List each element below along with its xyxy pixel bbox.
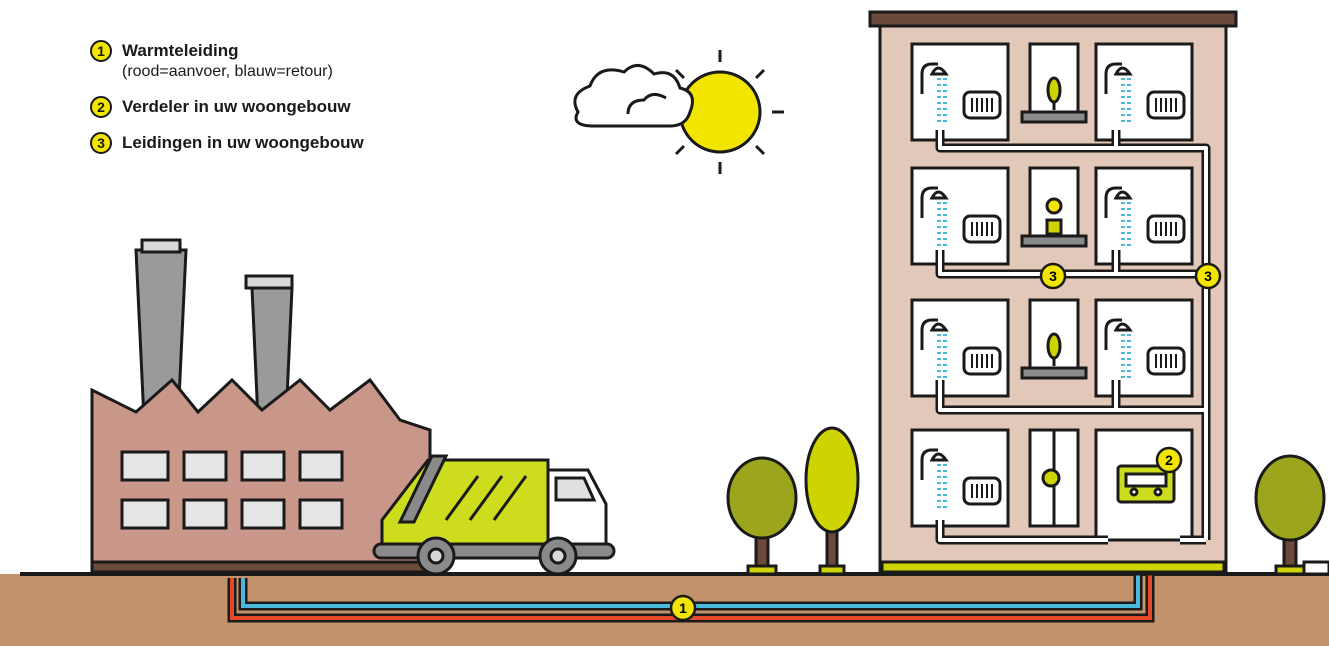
shower-icon	[920, 186, 938, 218]
apartment-room	[1094, 42, 1194, 142]
window-sill	[1020, 110, 1088, 124]
number-badge: 2	[90, 96, 112, 118]
svg-text:3: 3	[1049, 268, 1057, 284]
tree-tall	[804, 426, 860, 576]
shower-icon	[1104, 318, 1122, 350]
svg-text:3: 3	[1204, 268, 1212, 284]
tree-round	[726, 456, 798, 576]
marker-building-pipes-a: 3	[1039, 262, 1067, 290]
cloud-icon	[573, 64, 694, 128]
number-badge: 1	[90, 40, 112, 62]
legend-title: Warmteleiding	[122, 41, 239, 60]
legend-title: Leidingen in uw woongebouw	[122, 133, 364, 152]
marker-pipe: 1	[669, 594, 697, 622]
distributor-unit	[1116, 464, 1176, 504]
shower-icon	[920, 448, 938, 480]
shower-icon	[1104, 186, 1122, 218]
door-knob	[1041, 468, 1061, 488]
plant-icon	[1046, 332, 1062, 360]
marker-distributor: 2	[1155, 446, 1183, 474]
tree-right	[1254, 454, 1329, 576]
svg-text:2: 2	[1165, 452, 1173, 468]
shower-icon	[920, 318, 938, 350]
legend-item-3: 3 Leidingen in uw woongebouw	[90, 132, 364, 154]
plant-icon	[1046, 76, 1062, 104]
factory	[90, 238, 444, 574]
truck	[372, 454, 616, 576]
window-sill	[1020, 366, 1088, 380]
legend-title: Verdeler in uw woongebouw	[122, 97, 351, 116]
number-badge: 3	[90, 132, 112, 154]
shower-icon	[920, 62, 938, 94]
svg-text:1: 1	[679, 600, 687, 616]
window-sill	[1020, 234, 1088, 248]
legend-subtitle: (rood=aanvoer, blauw=retour)	[122, 63, 333, 80]
marker-building-pipes-b: 3	[1194, 262, 1222, 290]
apartments	[910, 42, 1194, 542]
legend-item-2: 2 Verdeler in uw woongebouw	[90, 96, 364, 118]
legend-item-1: 1 Warmteleiding (rood=aanvoer, blauw=ret…	[90, 40, 364, 82]
flower-icon	[1045, 197, 1063, 215]
shower-icon	[1104, 62, 1122, 94]
legend: 1 Warmteleiding (rood=aanvoer, blauw=ret…	[90, 40, 364, 168]
